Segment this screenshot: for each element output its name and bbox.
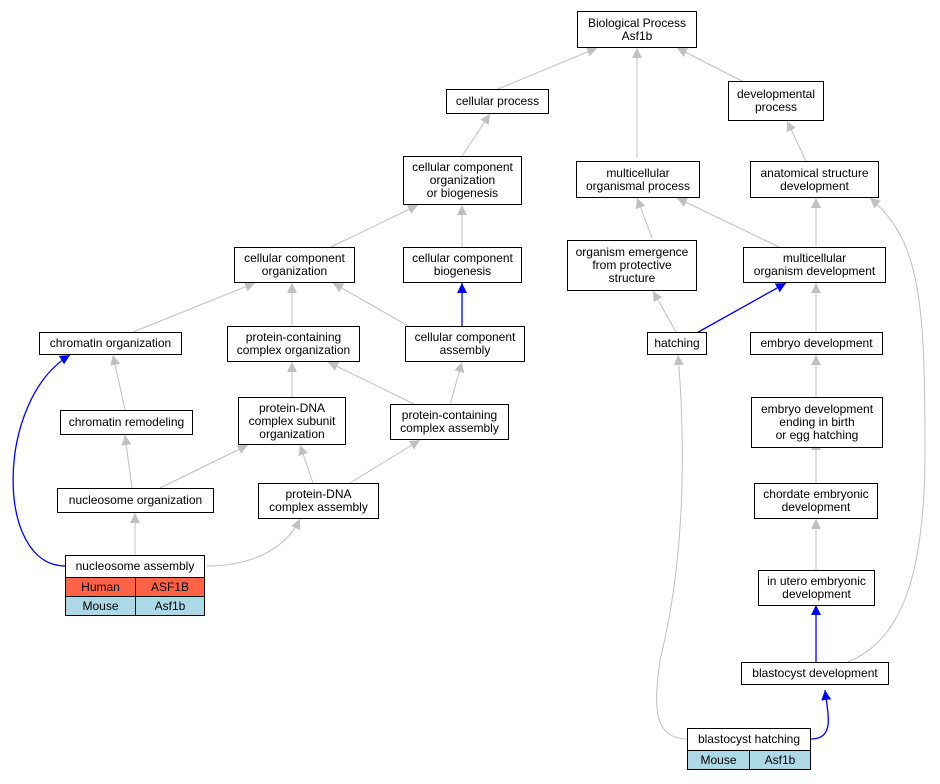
edge [132,282,256,333]
gene-cell: ASF1B [135,577,205,597]
edge [652,290,677,333]
go-term-nucleosome-organization[interactable]: nucleosome organization [57,488,214,513]
edge-highlight [692,282,787,336]
species-cell: Human [65,577,136,597]
go-term-blastocyst-development[interactable]: blastocyst development [741,662,889,685]
edge [497,47,598,90]
go-term-chromatin-remodeling[interactable]: chromatin remodeling [60,410,193,435]
edge [159,444,249,489]
annotation-row-mouse: Mouse Asf1b [65,596,205,616]
go-term-cc-biogenesis[interactable]: cellular component biogenesis [403,247,522,283]
go-term-cc-organization[interactable]: cellular component organization [234,247,355,283]
go-term-hatching[interactable]: hatching [647,332,707,355]
edge [206,518,301,567]
go-term-embryo-dev-birth[interactable]: embryo development ending in birth or eg… [751,397,883,448]
go-term-in-utero-embryonic[interactable]: in utero embryonic development [758,570,875,606]
species-cell: Mouse [65,596,136,616]
edge [461,113,491,157]
go-term-cc-assembly[interactable]: cellular component assembly [405,326,525,362]
go-term-pc-complex-organization[interactable]: protein-containing complex organization [227,326,360,362]
edge-highlight [810,689,832,740]
go-term-organism-emergence[interactable]: organism emergence from protective struc… [567,240,697,291]
edge [786,120,807,162]
annotation-table-blastocyst-hatching: Mouse Asf1b [687,750,811,770]
go-term-cellular-process[interactable]: cellular process [446,89,549,114]
go-term-multicellular-organismal-process[interactable]: multicellular organismal process [576,161,700,198]
edge [121,434,133,489]
edge [349,439,421,484]
edge [327,361,415,405]
edge [449,361,465,406]
edge [847,197,926,663]
go-term-pdna-complex-assembly[interactable]: protein-DNA complex assembly [258,483,379,519]
go-term-developmental-process[interactable]: developmental process [728,81,824,121]
edge [656,354,689,740]
edge-highlight [12,354,71,567]
edge [298,444,314,484]
annotation-table-nucleosome-assembly: Human ASF1B Mouse Asf1b [65,577,205,616]
go-term-embryo-development[interactable]: embryo development [750,332,883,355]
edge [332,282,411,328]
edge [676,47,743,82]
species-cell: Mouse [687,750,750,770]
go-term-chromatin-organization[interactable]: chromatin organization [39,332,182,355]
go-term-chordate-embryonic[interactable]: chordate embryonic development [754,483,878,519]
edge [635,197,653,239]
edge [110,354,126,411]
edge [330,204,419,248]
gene-cell: Asf1b [749,750,811,770]
go-term-pdna-subunit-organization[interactable]: protein-DNA complex subunit organization [238,397,346,445]
annotation-row-human: Human ASF1B [65,577,205,597]
go-term-anatomical-structure-development[interactable]: anatomical structure development [750,161,879,198]
go-term-blastocyst-hatching[interactable]: blastocyst hatching [687,728,811,751]
gene-cell: Asf1b [135,596,205,616]
edge [676,197,780,248]
go-term-nucleosome-assembly[interactable]: nucleosome assembly [65,555,205,578]
go-term-biological-process[interactable]: Biological Process Asf1b [577,11,697,48]
go-term-pc-complex-assembly[interactable]: protein-containing complex assembly [390,404,509,440]
go-term-multicellular-organism-development[interactable]: multicellular organism development [743,247,886,283]
annotation-row-mouse: Mouse Asf1b [687,750,811,770]
go-term-cc-organization-or-biogenesis[interactable]: cellular component organization or bioge… [403,156,522,205]
